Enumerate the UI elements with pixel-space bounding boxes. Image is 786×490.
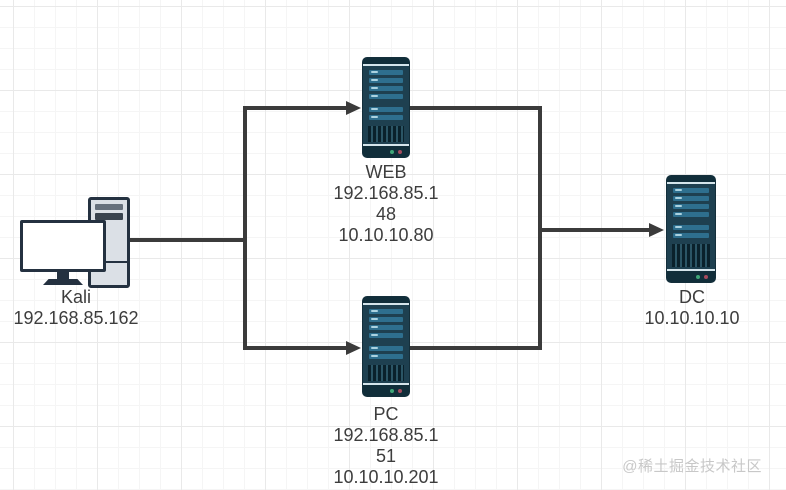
red-led-icon <box>704 274 708 279</box>
arrowhead-into-dc-icon <box>649 223 664 237</box>
monitor-icon <box>20 220 106 272</box>
pc-ip-part2: 51 <box>375 446 397 466</box>
green-led-icon <box>696 274 700 279</box>
edge-pc-to-right-trunk <box>409 346 542 350</box>
red-led-icon <box>398 388 402 393</box>
web-title: WEB <box>365 162 407 182</box>
green-led-icon <box>390 388 394 393</box>
edge-left-vertical-trunk <box>243 106 247 350</box>
edge-web-to-right-trunk <box>409 106 542 110</box>
kali-title: Kali <box>60 287 91 307</box>
kali-label: Kali 192.168.85.162 <box>0 287 152 329</box>
server-icon-web <box>362 57 410 158</box>
pc-ip-part1: 192.168.85.1 <box>333 425 439 445</box>
edge-trunk-to-dc <box>540 228 650 232</box>
red-led-icon <box>398 149 402 154</box>
pc-label: PC 192.168.85.1 51 10.10.10.201 <box>311 404 461 488</box>
arrowhead-into-web-icon <box>346 101 361 115</box>
server-drive-bays <box>363 66 409 123</box>
edge-junction-to-pc <box>245 346 347 350</box>
monitor-stand <box>57 272 69 280</box>
edge-kali-to-junction <box>129 238 247 242</box>
server-vent <box>368 365 404 381</box>
server-drive-bays <box>667 184 715 241</box>
server-vent <box>672 244 710 267</box>
dc-title: DC <box>679 287 705 307</box>
server-bottom-cap <box>667 269 715 282</box>
dc-ip: 10.10.10.10 <box>644 308 740 328</box>
server-top-cap <box>363 58 409 66</box>
monitor-base <box>43 279 83 285</box>
web-ip-part1: 192.168.85.1 <box>333 183 439 203</box>
server-bottom-cap <box>363 383 409 396</box>
kali-ip: 192.168.85.162 <box>13 308 139 328</box>
edge-junction-to-web <box>245 106 347 110</box>
server-drive-bays <box>363 305 409 362</box>
green-led-icon <box>390 149 394 154</box>
server-icon-pc <box>362 296 410 397</box>
arrowhead-into-pc-icon <box>346 341 361 355</box>
tower-drive-slot <box>95 213 123 220</box>
watermark: @稀土掘金技术社区 <box>622 458 762 475</box>
server-bottom-cap <box>363 144 409 157</box>
tower-drive-slot <box>95 204 123 210</box>
pc-internal-ip: 10.10.10.201 <box>333 467 439 487</box>
server-vent <box>368 126 404 142</box>
web-ip-part2: 48 <box>375 204 397 224</box>
web-label: WEB 192.168.85.1 48 10.10.10.80 <box>311 162 461 246</box>
server-top-cap <box>667 176 715 184</box>
server-icon-dc <box>666 175 716 283</box>
dc-label: DC 10.10.10.10 <box>617 287 767 329</box>
web-internal-ip: 10.10.10.80 <box>338 225 434 245</box>
pc-title: PC <box>373 404 399 424</box>
server-top-cap <box>363 297 409 305</box>
tower-seam <box>91 261 127 263</box>
